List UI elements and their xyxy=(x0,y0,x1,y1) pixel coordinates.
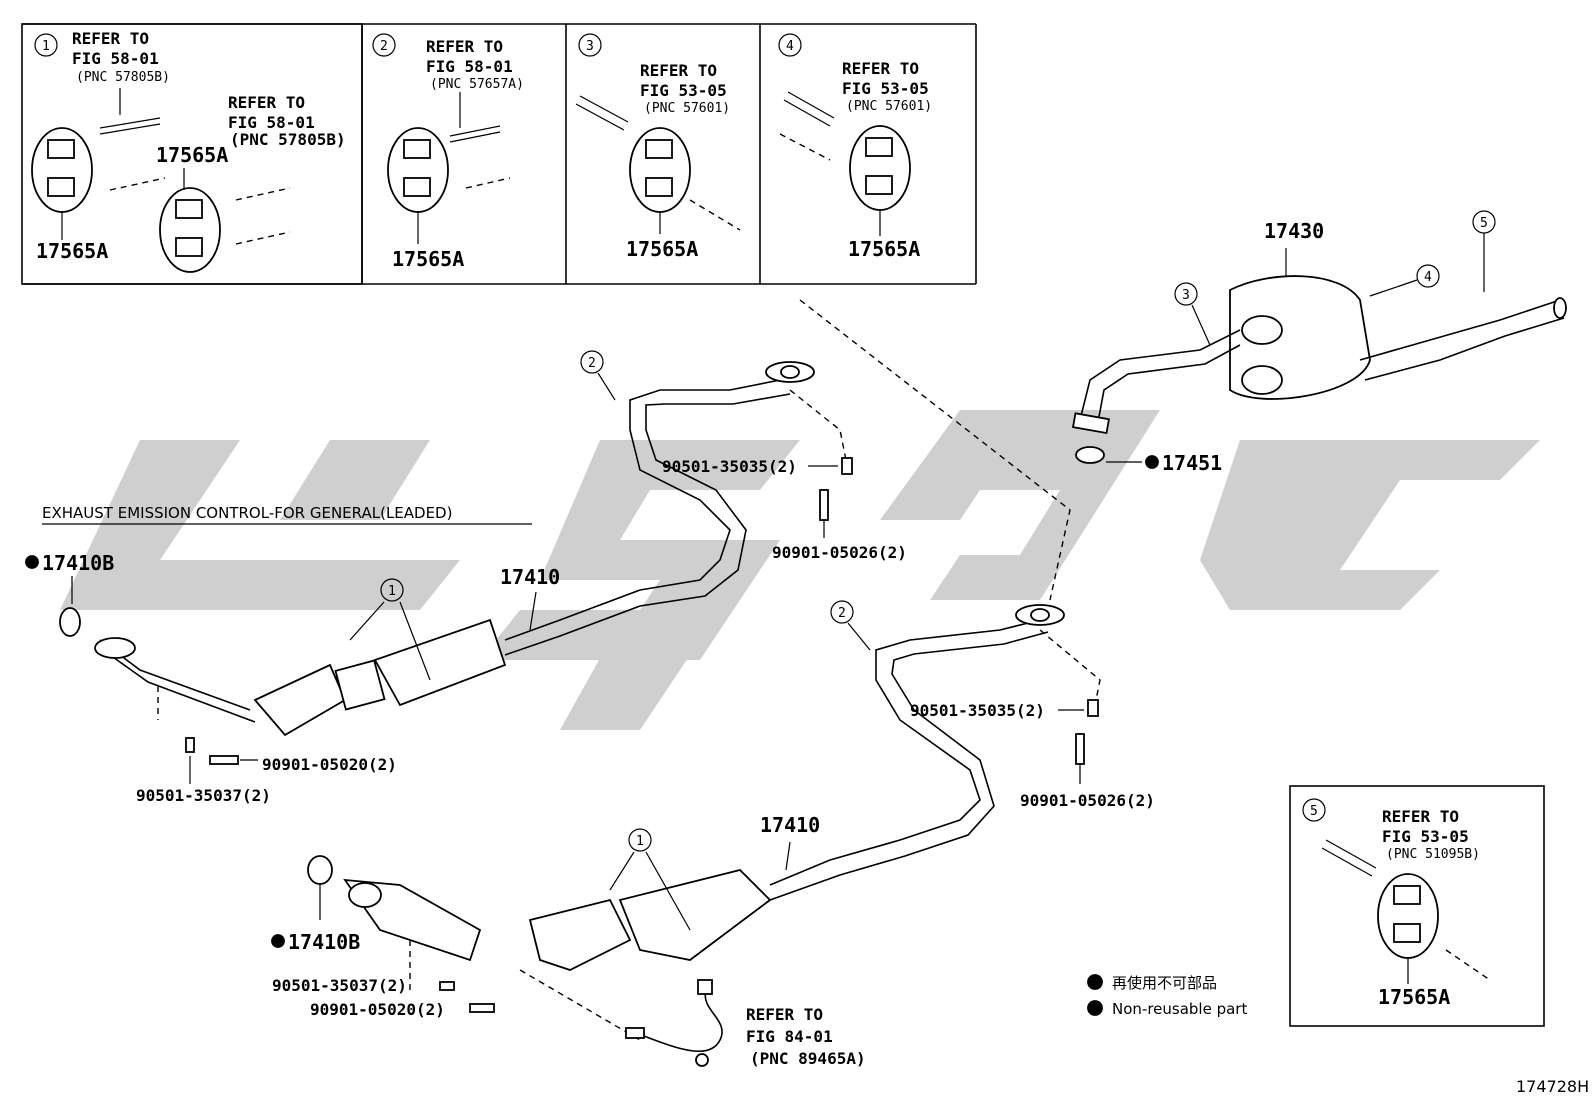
callout-num: 4 xyxy=(786,39,794,54)
inset-box-1 xyxy=(21,23,977,285)
legend-jp: 再使用不可部品 xyxy=(1112,974,1217,992)
hanger-icon xyxy=(629,127,691,213)
ref-pnc: (PNC 57601) xyxy=(644,101,730,116)
callout-num: 1 xyxy=(42,39,50,54)
part-number: 17565A xyxy=(1378,985,1450,1009)
part-spring-front: 90501-35037(2) xyxy=(272,976,407,995)
ref-pnc: (PNC 57657A) xyxy=(430,77,524,92)
inset-1: 1 REFER TO FIG 58-01 (PNC 57805B) REFER … xyxy=(31,29,346,273)
part-muffler: 17430 xyxy=(1264,219,1324,243)
part-gasket-front: 17410B xyxy=(288,930,360,954)
ref-line: FIG 53-05 xyxy=(640,81,727,100)
legend-en: Non-reusable part xyxy=(1112,1000,1247,1018)
legend-dot xyxy=(1087,974,1103,990)
inset-2: 2 REFER TO FIG 58-01 (PNC 57657A) 17565A xyxy=(372,33,524,271)
part-number: 17565A xyxy=(626,237,698,261)
sensor-ref-line: FIG 84-01 xyxy=(746,1027,833,1046)
legend-dot xyxy=(1087,1000,1103,1016)
part-number: 17565A xyxy=(392,247,464,271)
front-pipe-lower xyxy=(343,604,1065,971)
callout-num: 3 xyxy=(586,39,594,54)
callout-circle-3 xyxy=(1174,282,1198,306)
hanger-icon xyxy=(849,125,911,211)
ref-line: REFER TO xyxy=(72,29,149,48)
ref-line: REFER TO xyxy=(640,61,717,80)
callout-circle-4 xyxy=(778,33,802,57)
watermark-logo xyxy=(60,410,1540,730)
ref-pnc: (PNC 51095B) xyxy=(1386,847,1480,862)
ref-line: REFER TO xyxy=(842,59,919,78)
part-bolt-front: 90901-05020(2) xyxy=(262,755,397,774)
diagram-id: 174728H xyxy=(1516,1077,1589,1096)
inset-5: 5 REFER TO FIG 53-05 (PNC 51095B) 17565A xyxy=(1289,785,1545,1027)
callout-circle-2 xyxy=(372,33,396,57)
part-spring-front: 90501-35037(2) xyxy=(136,786,271,805)
callout-num: 1 xyxy=(636,834,644,849)
ref-line: FIG 53-05 xyxy=(1382,827,1469,846)
callout-circle-1 xyxy=(34,33,58,57)
callout-num: 5 xyxy=(1310,804,1318,819)
part-number: 17565A xyxy=(156,143,228,167)
ref-pnc: (PNC 57805B) xyxy=(230,130,346,149)
front-pipe-upper xyxy=(94,361,815,737)
callout-num: 2 xyxy=(380,39,388,54)
ref-line: REFER TO xyxy=(426,37,503,56)
callout-circle-2 xyxy=(830,600,854,624)
callout-num: 5 xyxy=(1480,216,1488,231)
ref-line: FIG 58-01 xyxy=(228,113,315,132)
part-number: 17565A xyxy=(36,239,108,263)
non-reusable-dot xyxy=(1145,455,1159,469)
part-front-pipe: 17410 xyxy=(760,813,820,837)
hanger-icon xyxy=(159,187,221,273)
part-gasket-rear: 17451 xyxy=(1162,451,1222,475)
part-bolt-front: 90901-05020(2) xyxy=(310,1000,445,1019)
inset-4: 4 REFER TO FIG 53-05 (PNC 57601) 17565A xyxy=(778,33,932,261)
section-title: EXHAUST EMISSION CONTROL-FOR GENERAL(LEA… xyxy=(42,504,452,522)
ref-line: REFER TO xyxy=(1382,807,1459,826)
callout-circle-3 xyxy=(578,33,602,57)
ref-line: REFER TO xyxy=(228,93,305,112)
part-number: 17565A xyxy=(848,237,920,261)
ref-line: FIG 53-05 xyxy=(842,79,929,98)
callout-num: 2 xyxy=(838,606,846,621)
non-reusable-dot xyxy=(271,934,285,948)
ref-pnc: (PNC 57601) xyxy=(846,99,932,114)
callout-circle-2 xyxy=(580,350,604,374)
oxygen-sensor-icon xyxy=(625,979,723,1067)
non-reusable-dot xyxy=(25,555,39,569)
part-spring: 90501-35035(2) xyxy=(910,701,1045,720)
callout-num: 3 xyxy=(1182,288,1190,303)
ref-line: FIG 58-01 xyxy=(426,57,513,76)
part-spring: 90501-35035(2) xyxy=(662,457,797,476)
sensor-ref-line: REFER TO xyxy=(746,1005,823,1024)
callout-num: 4 xyxy=(1424,270,1432,285)
part-bolt: 90901-05026(2) xyxy=(772,543,907,562)
part-gasket-front: 17410B xyxy=(42,551,114,575)
callout-circle-4 xyxy=(1416,264,1440,288)
hanger-icon xyxy=(1377,873,1439,959)
callout-circle-1 xyxy=(380,578,404,602)
hanger-icon xyxy=(31,127,93,213)
callout-num: 1 xyxy=(388,584,396,599)
ref-pnc: (PNC 57805B) xyxy=(76,70,170,85)
hanger-icon xyxy=(387,127,449,213)
callout-circle-1 xyxy=(628,828,652,852)
callout-circle-5 xyxy=(1302,798,1326,822)
inset-3: 3 REFER TO FIG 53-05 (PNC 57601) 17565A xyxy=(575,33,741,261)
part-bolt: 90901-05026(2) xyxy=(1020,791,1155,810)
ref-line: FIG 58-01 xyxy=(72,49,159,68)
muffler xyxy=(1071,275,1567,435)
part-front-pipe: 17410 xyxy=(500,565,560,589)
sensor-ref-pnc: (PNC 89465A) xyxy=(750,1049,866,1068)
callout-num: 2 xyxy=(588,356,596,371)
